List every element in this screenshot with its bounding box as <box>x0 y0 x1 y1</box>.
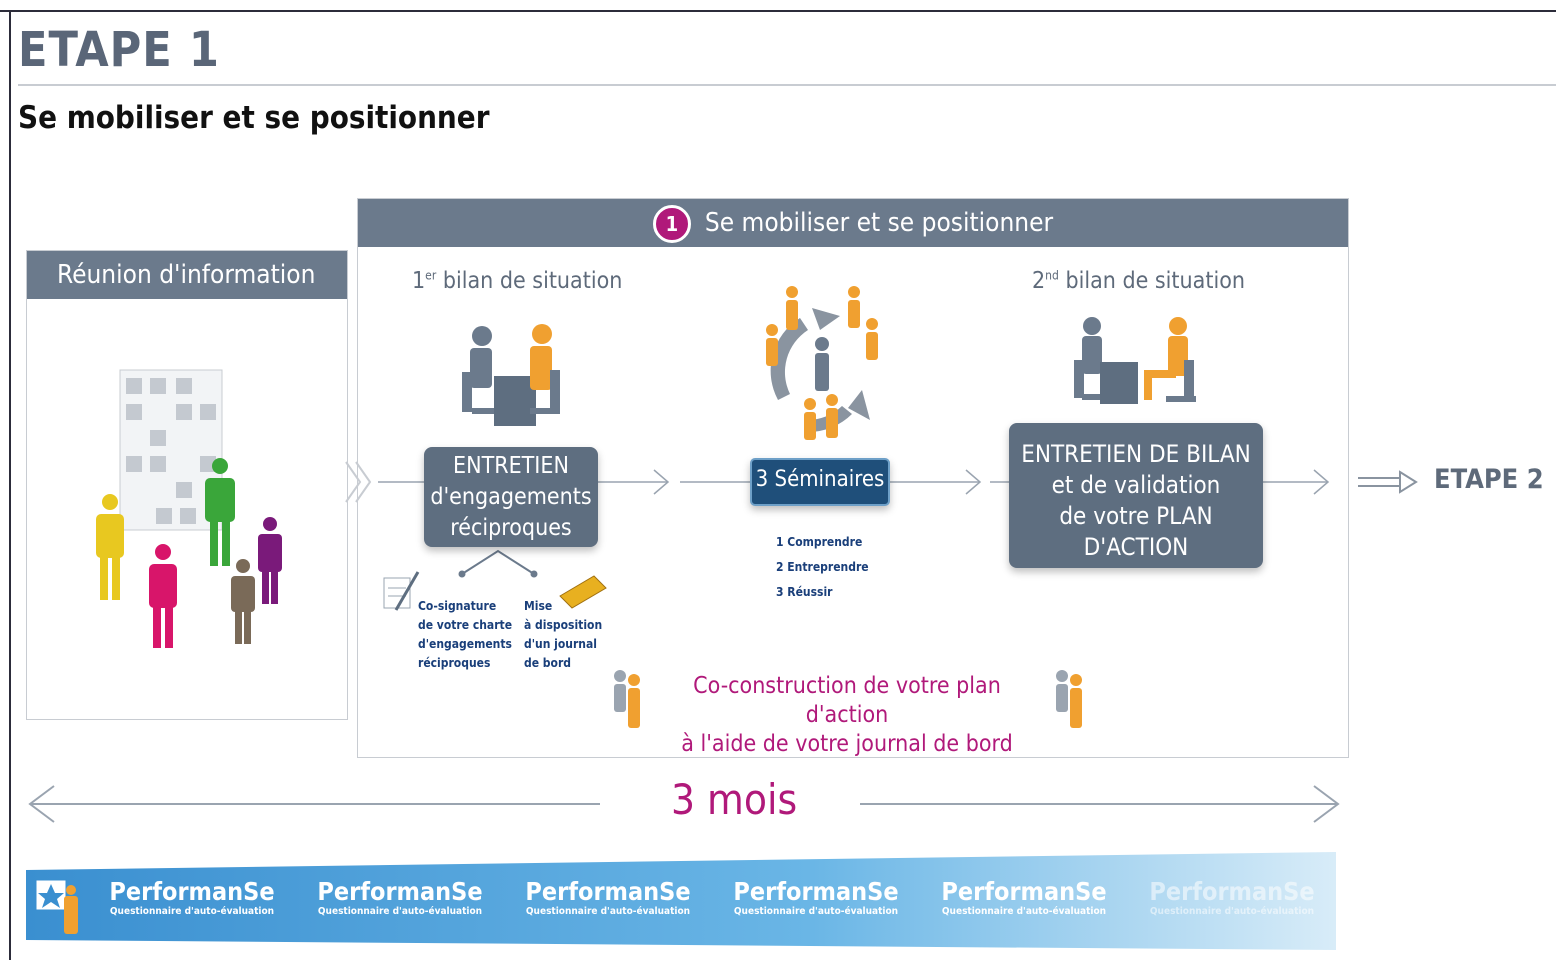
branch-connector <box>458 549 538 578</box>
seminar-list: 1 Comprendre 2 Entreprendre 3 Réussir <box>776 530 869 605</box>
second-bilan-label: 2nd bilan de situation <box>1032 268 1245 294</box>
entretien-2-line-2: et de validation <box>1051 471 1221 499</box>
page-title: ETAPE 1 <box>18 22 220 78</box>
band-tagline: Questionnaire d'auto-évaluation <box>733 906 899 917</box>
main-stage-title: Se mobiliser et se positionner <box>704 208 1054 238</box>
title-divider <box>18 84 1556 86</box>
signature-icon <box>383 571 420 611</box>
seminar-item: 2 Entreprendre <box>776 560 869 574</box>
interview-desk-icon <box>462 324 560 426</box>
entretien-2-line-4: D'ACTION <box>1083 533 1189 561</box>
next-step-label: ETAPE 2 <box>1434 464 1544 495</box>
performanse-band <box>26 852 1336 950</box>
people-pair-icon-right <box>1056 670 1082 728</box>
entretien-1-line-3: réciproques <box>450 515 572 541</box>
journal-note: Mise à disposition d'un journal de bord <box>524 599 603 670</box>
second-bilan-text: bilan de situation <box>1058 268 1245 294</box>
seminar-item: 1 Comprendre <box>776 535 863 549</box>
band-tagline: Questionnaire d'auto-évaluation <box>317 906 483 917</box>
people-group-icon <box>96 458 282 648</box>
star-badge-icon <box>35 879 78 934</box>
entretien-1-line-1: ENTRETIEN <box>453 453 569 479</box>
entretien-2-line-1: ENTRETIEN DE BILAN <box>1021 440 1251 468</box>
entry-chevron-icon <box>345 461 372 503</box>
band-tagline: Questionnaire d'auto-évaluation <box>109 906 275 917</box>
coconstruction-line-1: Co-construction de votre plan d'action <box>693 673 1001 728</box>
main-stage-header: 1 Se mobiliser et se positionner <box>358 199 1348 247</box>
band-brand: PerformanSe <box>1149 877 1315 906</box>
notebook-icon <box>559 575 607 609</box>
seminar-cycle-icon <box>766 286 878 440</box>
reunion-panel-title: Réunion d'information <box>27 251 347 299</box>
band-brand: PerformanSe <box>525 877 691 906</box>
frame-left-border <box>9 10 11 960</box>
first-bilan-label: 1er bilan de situation <box>412 268 622 294</box>
page-subtitle: Se mobiliser et se positionner <box>18 100 490 136</box>
entretien-2-line-3: de votre PLAN <box>1059 502 1213 530</box>
first-bilan-text: bilan de situation <box>436 268 623 294</box>
charter-note: Co-signature de votre charte d'engagemen… <box>418 599 513 670</box>
frame-top-border <box>0 10 1556 12</box>
second-bilan-ordinal: nd <box>1045 268 1059 283</box>
band-brand: PerformanSe <box>733 877 899 906</box>
people-pair-icon-left <box>614 670 640 728</box>
duration-label: 3 mois <box>671 775 798 824</box>
timeline-arrow <box>28 785 1340 823</box>
entretien-1-line-2: d'engagements <box>430 484 592 510</box>
coconstruction-text: Co-construction de votre plan d'action à… <box>652 672 1042 759</box>
band-tagline: Questionnaire d'auto-évaluation <box>1149 906 1315 917</box>
seminar-item: 3 Réussir <box>776 585 833 599</box>
band-brand: PerformanSe <box>109 877 275 906</box>
entretien-engagements-box: ENTRETIEN d'engagements réciproques <box>424 447 598 547</box>
band-brand: PerformanSe <box>941 877 1107 906</box>
band-tagline: Questionnaire d'auto-évaluation <box>525 906 691 917</box>
interview-desk-icon-2 <box>1074 317 1196 404</box>
step-number-badge: 1 <box>652 204 691 243</box>
first-bilan-ordinal: er <box>425 268 437 283</box>
seminaires-box: 3 Séminaires <box>750 458 890 506</box>
band-tagline: Questionnaire d'auto-évaluation <box>941 906 1107 917</box>
first-bilan-number: 1 <box>412 268 426 294</box>
entretien-bilan-box: ENTRETIEN DE BILAN et de validation de v… <box>1009 423 1263 568</box>
flow-connectors <box>378 469 1330 495</box>
band-brand: PerformanSe <box>317 877 483 906</box>
next-step-arrow-icon <box>1358 470 1418 494</box>
coconstruction-line-2: à l'aide de votre journal de bord <box>681 731 1013 757</box>
second-bilan-number: 2 <box>1032 268 1046 294</box>
